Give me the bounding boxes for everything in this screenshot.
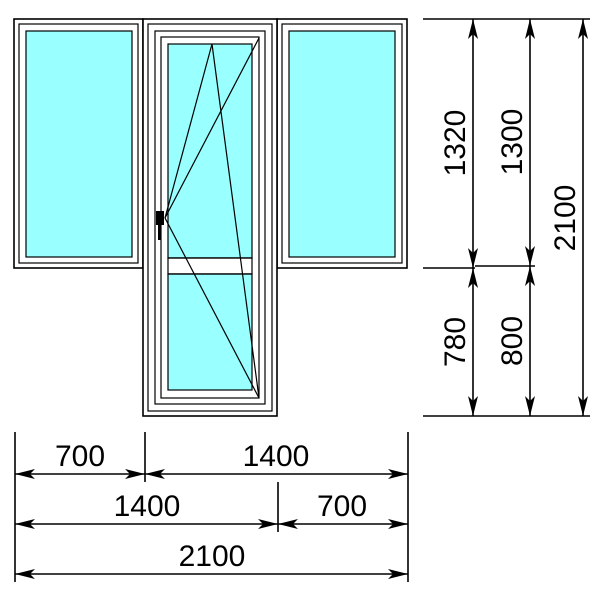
door-transom [167, 257, 253, 275]
door-glass-lower [167, 273, 253, 391]
dim-row3-total-label: 2100 [179, 540, 246, 573]
door-handle-icon [156, 211, 164, 240]
right-glass [288, 30, 396, 258]
horizontal-dimensions: 700 1400 1400 700 2100 [14, 432, 409, 582]
door-glass-upper [167, 43, 253, 259]
right-fixed-pane [276, 18, 408, 269]
dim-row2-right-label: 700 [317, 490, 367, 523]
left-fixed-pane [13, 18, 144, 269]
dim-col2-top-label: 1300 [496, 109, 529, 176]
dim-col2-bottom-label: 800 [496, 316, 529, 366]
dim-col1-top-label: 1320 [439, 110, 472, 177]
opening-indicator [164, 37, 260, 399]
dim-row2-left-label: 1400 [114, 490, 181, 523]
balcony-door [142, 18, 278, 417]
dim-col3-total-label: 2100 [549, 185, 582, 252]
vertical-dimensions: 1320 780 1300 800 2100 [423, 18, 590, 417]
dim-col1-bottom-label: 780 [439, 317, 472, 367]
window-assembly [13, 18, 408, 417]
dim-row1-left-label: 700 [55, 440, 105, 473]
dim-row1-right-label: 1400 [243, 440, 310, 473]
left-glass [25, 30, 133, 258]
